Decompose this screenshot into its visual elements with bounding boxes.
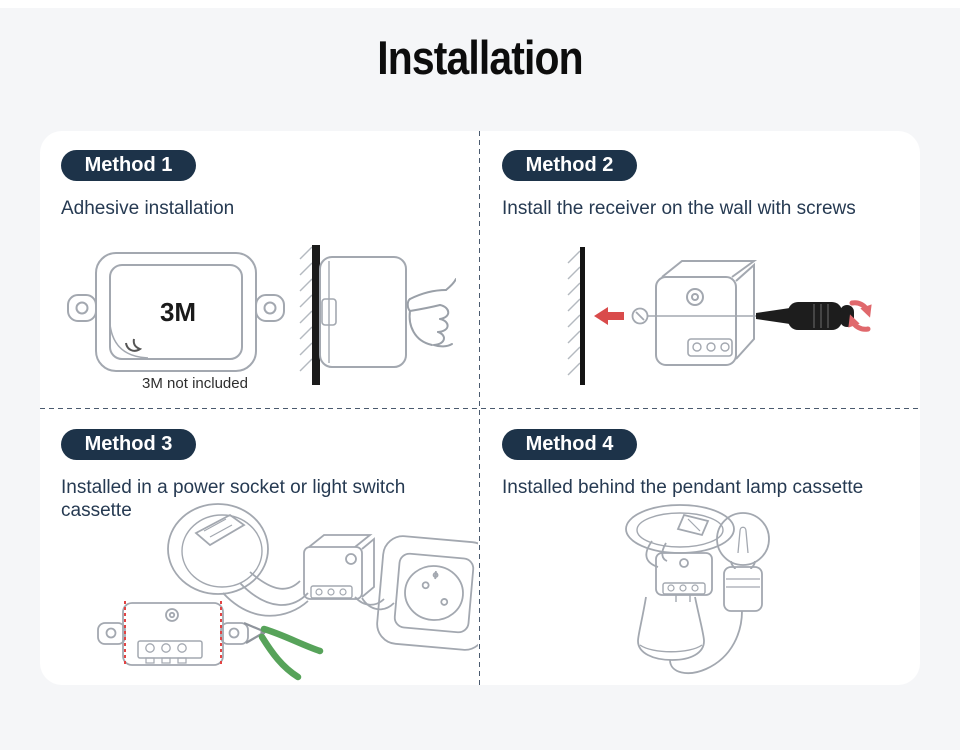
page-title: Installation: [377, 31, 583, 84]
adhesive-receiver: [67, 252, 285, 372]
method2-description: Install the receiver on the wall with sc…: [502, 198, 856, 219]
top-strip: [0, 0, 960, 8]
receiver-box: [303, 534, 375, 600]
method4-illustration: [625, 504, 770, 674]
left-arrow-icon: [594, 307, 624, 325]
wall: [299, 245, 320, 385]
receiver-cut-lines: [124, 601, 222, 667]
wires: [222, 571, 395, 617]
screwdriver-icon: [756, 302, 854, 330]
horizontal-divider: [40, 408, 920, 409]
wall-socket: [376, 535, 478, 651]
wall: [567, 247, 585, 385]
method1-description: Adhesive installation: [61, 198, 235, 219]
light-bulb-icon: [716, 512, 770, 612]
3m-label: 3M: [160, 297, 196, 327]
receiver-box: [655, 260, 758, 366]
method2-badge: Method 2: [502, 150, 637, 181]
hand-icon: [406, 278, 456, 348]
method1-caption: 3M not included: [142, 375, 248, 392]
method3-illustration: [97, 503, 478, 681]
method3-description: Installed in a power socket or light swi…: [61, 477, 406, 521]
receiver-front-view: [97, 602, 249, 666]
methods-card: Method 1 Adhesive installation 3M: [40, 131, 920, 685]
receiver-box: [655, 552, 713, 596]
method4-description: Installed behind the pendant lamp casset…: [502, 477, 864, 498]
pendant-cup: [637, 596, 705, 661]
cable: [669, 610, 743, 674]
method2-illustration: [567, 247, 872, 385]
screw: [631, 307, 756, 325]
method1-badge: Method 1: [61, 150, 196, 181]
pliers-icon: [243, 621, 324, 681]
receiver-side-view: [319, 256, 407, 368]
rotate-arrows-icon: [848, 300, 872, 332]
cassette: [167, 503, 269, 595]
method4-badge: Method 4: [502, 429, 637, 460]
method1-illustration: 3M: [67, 245, 456, 385]
method3-badge: Method 3: [61, 429, 196, 460]
